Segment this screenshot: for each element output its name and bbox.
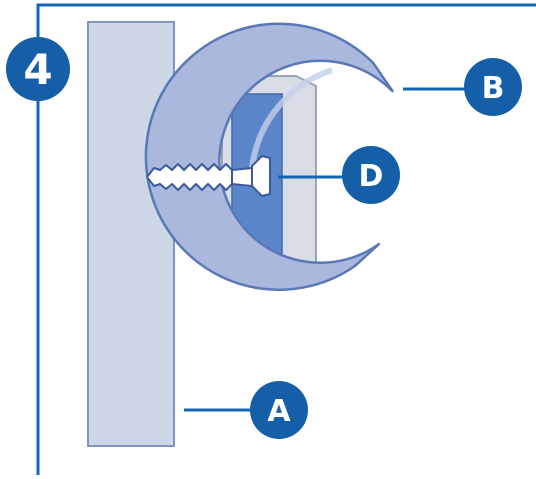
callout-b: B bbox=[464, 58, 522, 116]
callout-a-letter: A bbox=[267, 394, 291, 429]
wall-panel-icon bbox=[87, 21, 175, 447]
screw-icon bbox=[146, 154, 271, 198]
callout-b-letter: B bbox=[482, 71, 505, 106]
step-number: 4 bbox=[23, 45, 52, 94]
callout-d-letter: D bbox=[359, 159, 384, 194]
step-badge: 4 bbox=[6, 37, 70, 101]
pipe-clip-icon bbox=[144, 22, 394, 291]
callout-a: A bbox=[250, 381, 308, 439]
callout-d: D bbox=[342, 146, 400, 204]
step-frame bbox=[36, 3, 536, 475]
